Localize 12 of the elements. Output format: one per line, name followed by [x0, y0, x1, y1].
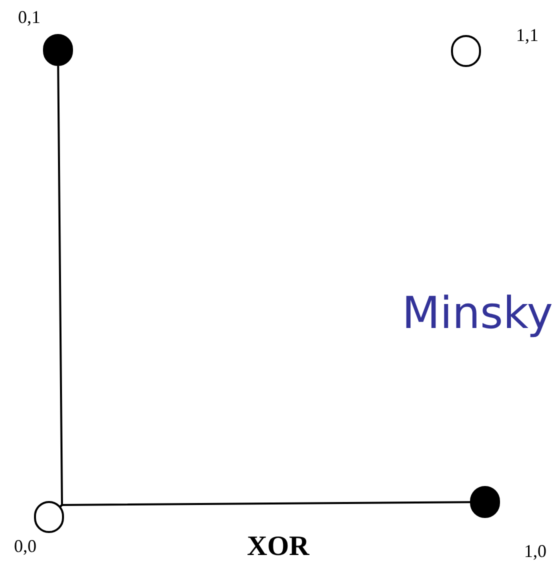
axis-line	[60, 501, 470, 508]
point-label: 1,0	[524, 542, 546, 560]
caption: XOR	[247, 533, 310, 561]
filled-point	[470, 486, 500, 518]
point-label: 0,1	[18, 8, 40, 26]
hollow-point	[34, 501, 64, 533]
filled-point	[43, 34, 73, 66]
name-label: Minsky	[402, 292, 553, 336]
point-label: 0,0	[14, 537, 36, 555]
axis-line	[57, 66, 63, 507]
point-label: 1,1	[516, 26, 538, 44]
hollow-point	[451, 35, 481, 67]
